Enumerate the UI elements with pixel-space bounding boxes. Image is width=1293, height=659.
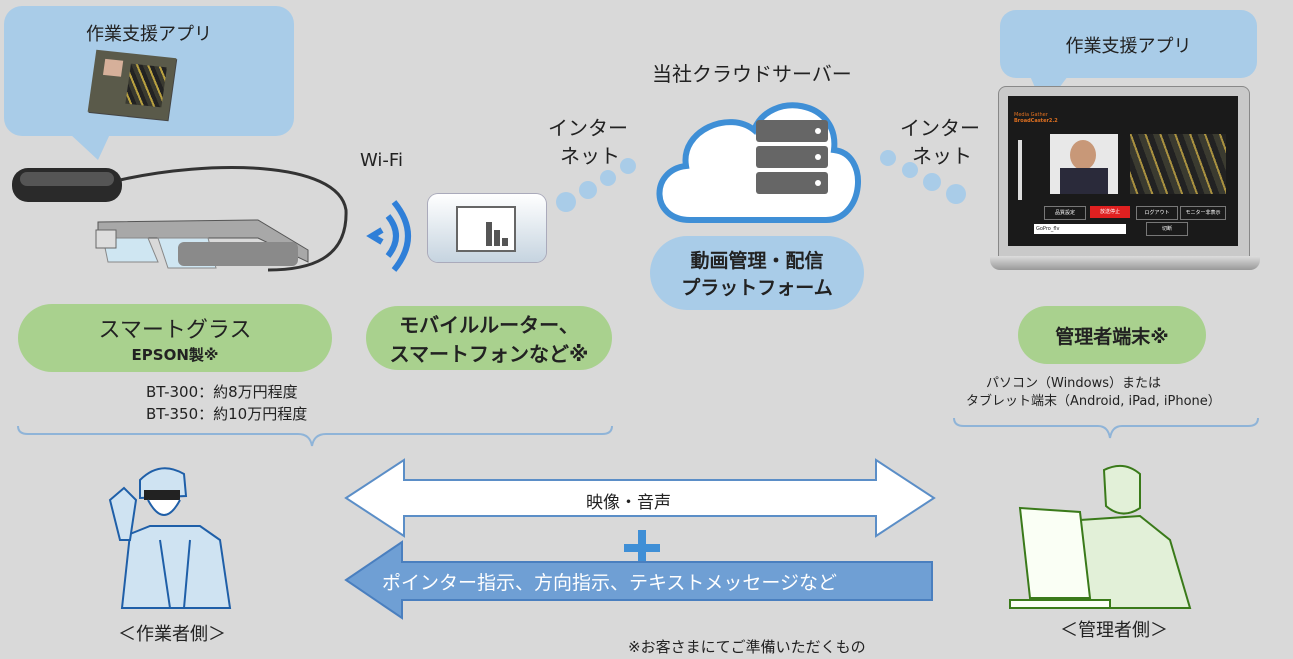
left-app-bubble: 作業支援アプリ [4,6,294,136]
plus-icon [624,530,660,566]
screen-video-site [1130,134,1226,194]
smart-glasses-illustration [12,166,348,272]
price-bt350: BT-350：約10万円程度 [146,405,308,423]
video-audio-label: 映像・音声 [586,493,671,513]
internet-right-line2: ネット [912,144,972,168]
admin-side-label: ＜管理者側＞ [1060,620,1168,641]
video-audio-double-arrow [344,458,936,538]
worker-side-label: ＜作業者側＞ [118,624,226,645]
left-app-label: 作業支援アプリ [86,24,212,45]
screen-btn-disconnect[interactable]: 切断 [1146,222,1188,236]
server-icon [756,120,828,194]
smart-glass-title: スマートグラス [98,317,252,343]
router-line2: スマートフォンなど※ [389,342,589,366]
footnote: ※お客さまにてご準備いただくもの [628,638,866,656]
smart-glass-pill: スマートグラス EPSON製※ [18,304,332,372]
devices-line2: タブレット端末（Android, iPad, iPhone） [966,394,1221,409]
instructions-label: ポインター指示、方向指示、テキストメッセージなど [382,572,838,594]
platform-pill: 動画管理・配信 プラットフォーム [650,236,864,310]
screen-select[interactable]: GoPro_flv [1034,224,1126,234]
devices-line1: パソコン（Windows）または [986,376,1162,391]
internet-left-line1: インター [548,116,628,140]
screen-brand-1: Media Gather [1014,112,1048,118]
wifi-label: Wi-Fi [360,150,403,171]
platform-line2: プラットフォーム [681,277,833,299]
screen-select-value: GoPro_flv [1036,226,1060,232]
screen-btn-quality[interactable]: 品質設定 [1044,206,1086,220]
right-app-bubble: 作業支援アプリ [1000,10,1257,78]
internet-right-dots [880,150,966,204]
platform-line1: 動画管理・配信 [690,250,824,272]
router-pill: モバイルルーター、 スマートフォンなど※ [366,306,612,370]
screen-btn-logout[interactable]: ログアウト [1136,206,1178,220]
screen-btn-monitor[interactable]: モニター非表示 [1180,206,1226,220]
cloud-server-label: 当社クラウドサーバー [652,62,852,86]
screen-video-person [1050,134,1118,194]
internet-left-line2: ネット [560,144,620,168]
screen-brand-2: BroadCaster2.2 [1014,118,1058,124]
laptop-screen: Media Gather BroadCaster2.2 品質設定 放送停止 ログ… [1008,96,1238,246]
right-app-label: 作業支援アプリ [1065,36,1192,57]
app-screenshot-thumbnail [87,49,177,121]
wifi-waves-icon [366,200,411,272]
instructions-arrow [344,540,933,620]
admin-terminal-pill: 管理者端末※ [1018,306,1206,364]
price-bt300: BT-300：約8万円程度 [146,383,298,401]
internet-left-dots [556,158,636,212]
internet-right-line1: インター [900,116,980,140]
worker-brace [17,425,613,447]
admin-terminal-title: 管理者端末※ [1055,325,1169,348]
admin-brace [953,417,1259,439]
laptop-illustration: Media Gather BroadCaster2.2 品質設定 放送停止 ログ… [990,86,1262,286]
router-line1: モバイルルーター、 [399,313,579,337]
router-device-icon [428,194,546,262]
smart-glass-sub: EPSON製※ [131,345,219,364]
admin-illustration [1009,464,1192,609]
screen-btn-stop[interactable]: 放送停止 [1090,206,1130,218]
worker-illustration [108,467,232,609]
left-bubble-tail [70,134,110,160]
